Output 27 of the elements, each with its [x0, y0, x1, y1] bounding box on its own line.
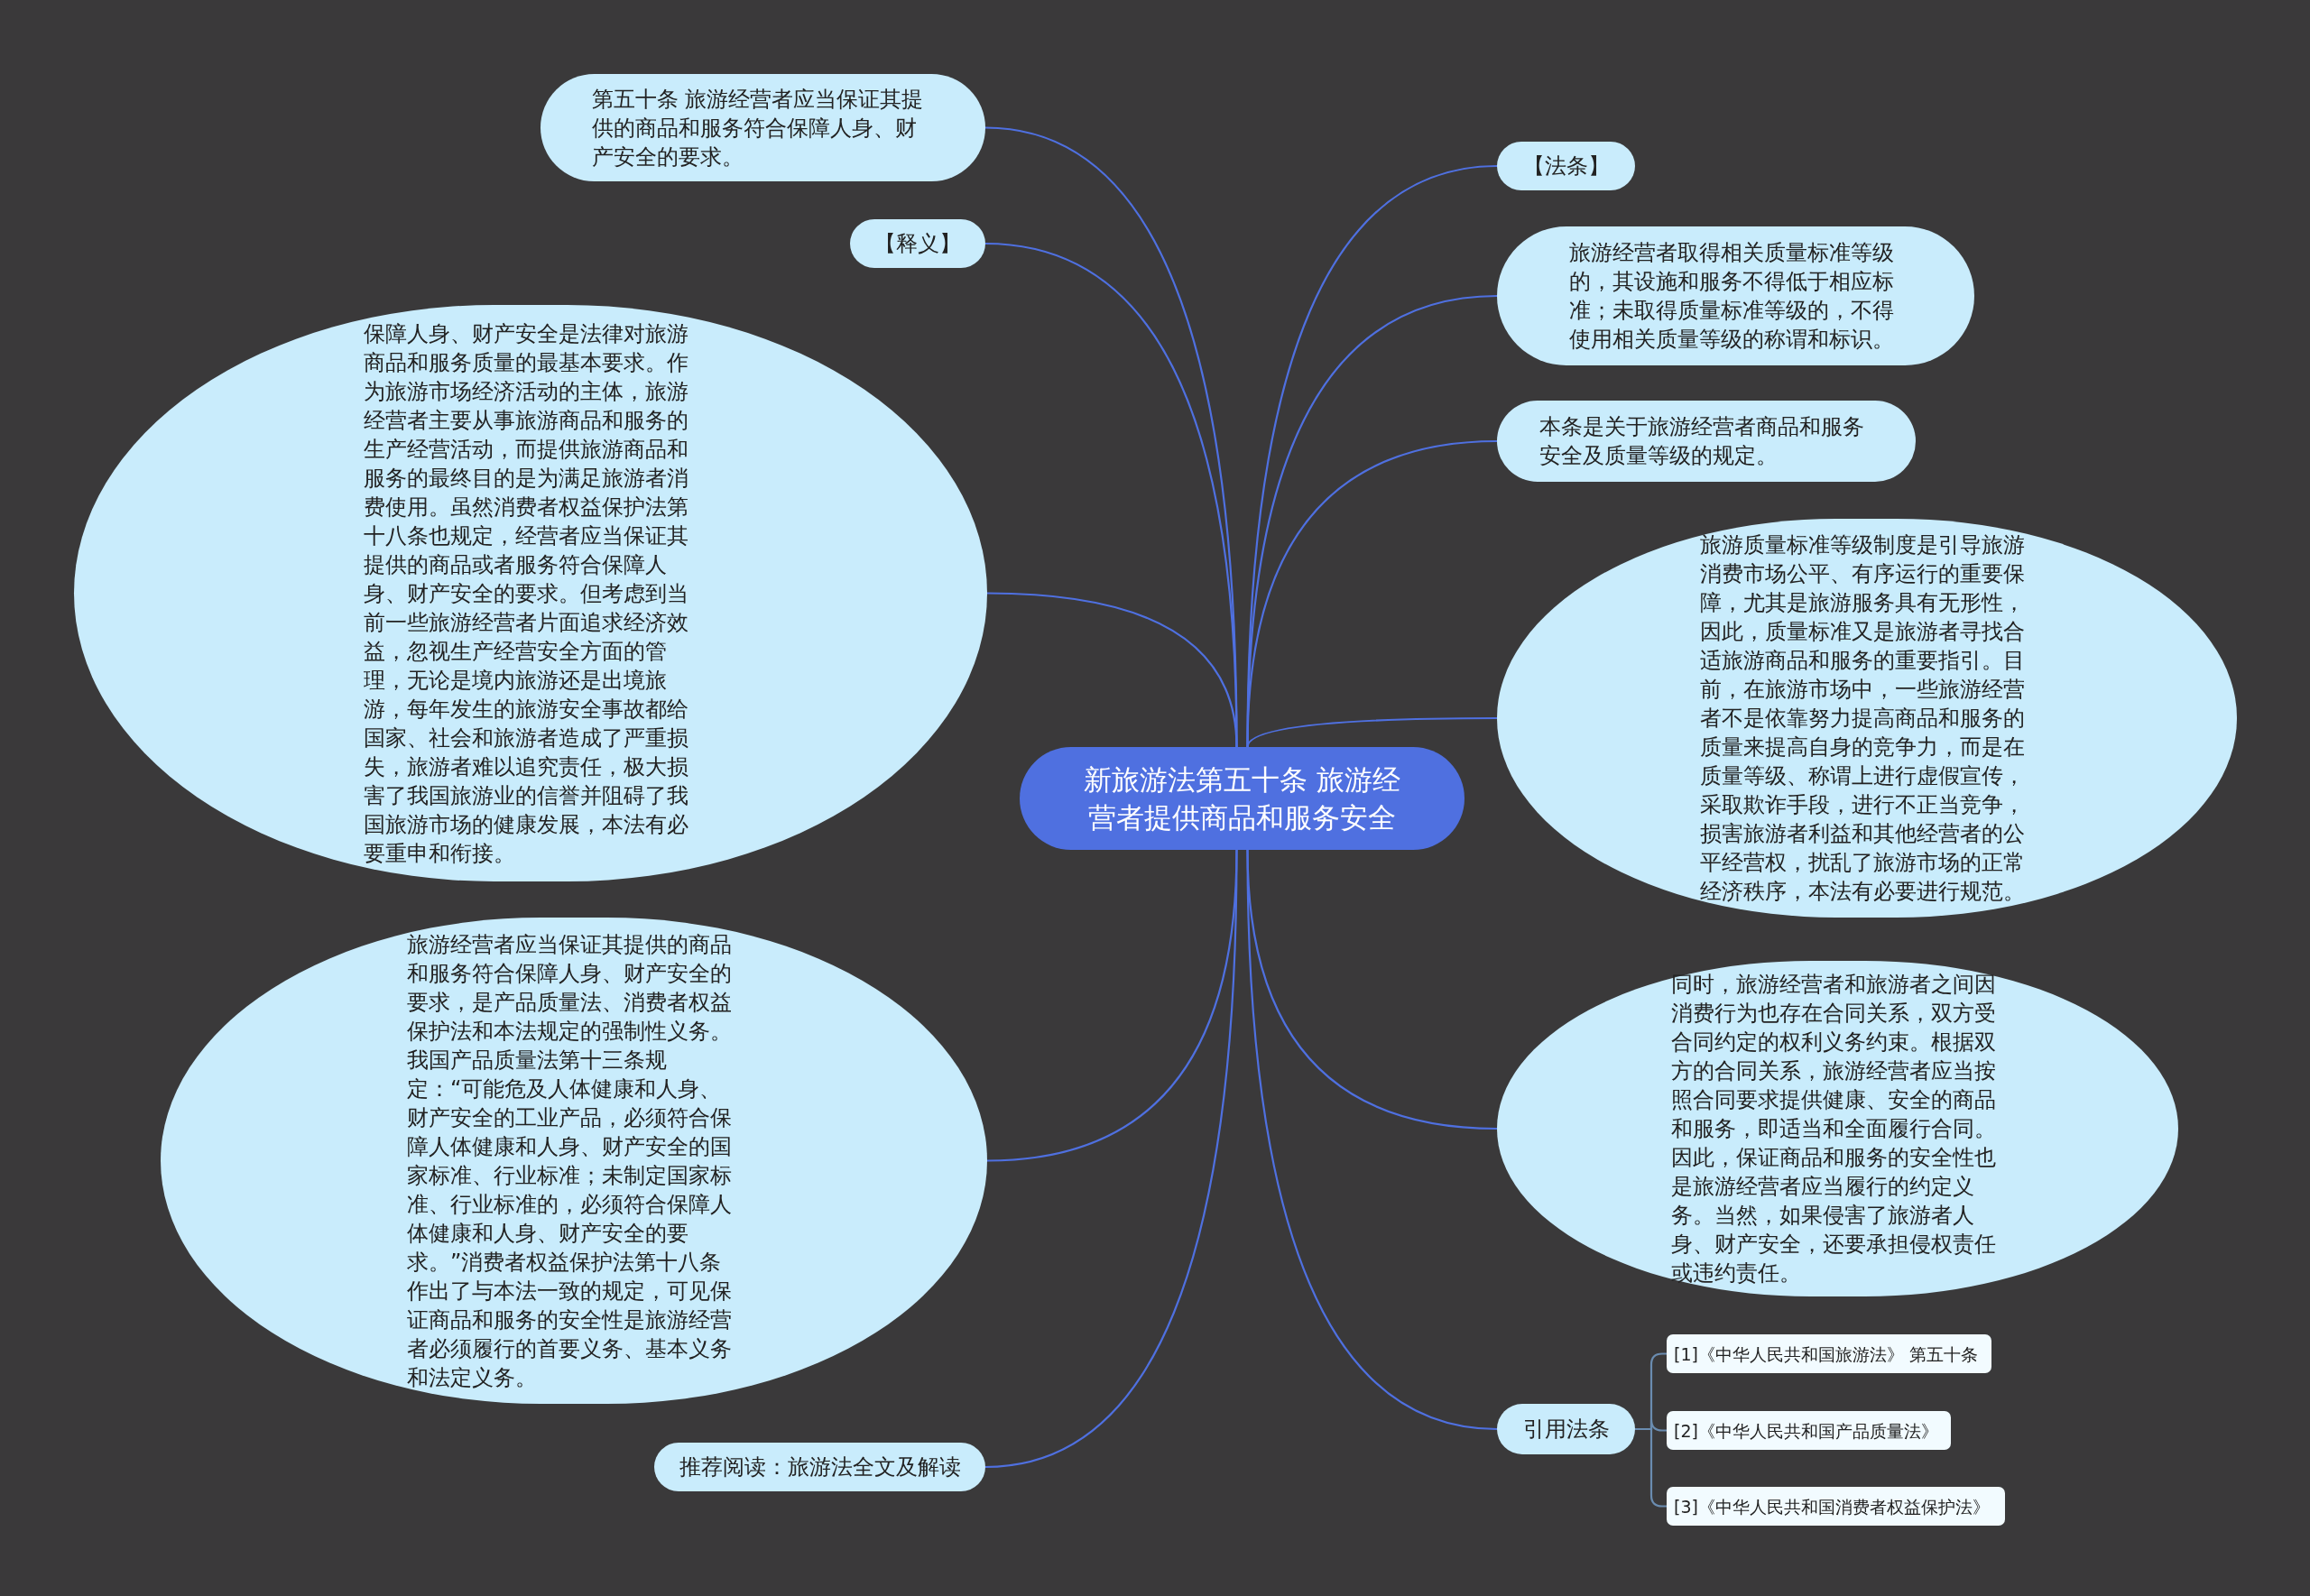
topic-pill: [1497, 1404, 1635, 1454]
topic-text: 同时，旅游经营者和旅游者之间因消费行为也存在合同关系，双方受合同约定的权利义务约束。根据双方的合同关系，旅游经营者应当按照合同要求提供健康、安全的商品和服务，即适当和全面履行合同。因此，保证商品和服务的安全性也是旅游经营者应当履行的约定义务。当然，如果侵害了旅游者人身、财产安全，还要承担侵权责任或违约责任。: [1670, 971, 1997, 1287]
reference-box: [1667, 1487, 2005, 1526]
connector-line: [1246, 439, 1498, 748]
topic-text: 【释义】: [874, 230, 961, 258]
reference-box: [1667, 1334, 1991, 1373]
connector-line: [1246, 716, 1497, 748]
connector-line: [1246, 849, 1498, 1431]
topic-text: 旅游经营者应当保证其提供的商品和服务符合保障人身、财产安全的要求，是产品质量法、消费者权益保护法和本法规定的强制性义务。我国产品质量法第十三条规定：“可能危及人体健康和人身、财产安全的工业产品，必须符合保障人体健康和人身、财产安全的国家标准、行业标准；未制定国家标准、行业标准的，必须符合保障人体健康和人身、财产安全的要求。”消费者权益保护法第十八条作出了与本法一致的规定，可见保证商品和服务的安全性是旅游经营者必须履行的首要义务、基本义务和法定义务。: [407, 930, 733, 1392]
connector-line: [986, 592, 1238, 748]
topic-text: 新旅游法第五十条 旅游经营者提供商品和服务安全: [1083, 762, 1401, 835]
topic-text: 引用法条: [1522, 1416, 1610, 1444]
reference-box: [1667, 1411, 1951, 1450]
topic-text: 旅游经营者取得相关质量标准等级的，其设施和服务不得低于相应标准；未取得质量标准等级的，不得使用相关质量等级的称谓和标识。: [1568, 239, 1895, 354]
topic-text: 本条是关于旅游经营者商品和服务安全及质量等级的规定。: [1539, 413, 1865, 470]
topic-text: 第五十条 旅游经营者应当保证其提供的商品和服务符合保障人身、财产安全的要求。: [591, 85, 925, 171]
topic-pill: [850, 219, 985, 268]
topic-text: 【法条】: [1522, 152, 1610, 180]
reference-text: [3]《中华人民共和国消费者权益保护法》: [1674, 1495, 1990, 1518]
reference-text: [2]《中华人民共和国产品质量法》: [1674, 1419, 1938, 1442]
topic-text: 推荐阅读：旅游法全文及解读: [679, 1453, 961, 1481]
topic-text: 旅游质量标准等级制度是引导旅游消费市场公平、有序运行的重要保障，尤其是旅游服务具有无形性，因此，质量标准又是旅游者寻找合适旅游商品和服务的重要指引。目前，在旅游市场中，一些旅游经营者不是依靠努力提高商品和服务的质量来提高自身的竞争力，而是在质量等级、称谓上进行虚假宣传，采取欺诈手段，进行不正当竞争，损害旅游者利益和其他经营者的公平经营权，扰乱了旅游市场的正常经济秩序，本法有必要进行规范。: [1700, 531, 2026, 906]
connector-line: [984, 850, 1238, 1469]
reference-text: [1]《中华人民共和国旅游法》 第五十条: [1674, 1342, 1978, 1365]
topic-text: 保障人身、财产安全是法律对旅游商品和服务质量的最基本要求。作为旅游市场经济活动的主体，旅游经营者主要从事旅游商品和服务的生产经营活动，而提供旅游商品和服务的最终目的是为满足旅游者消费使用。虽然消费者权益保护法第十八条也规定，经营者应当保证其提供的商品或者服务符合保障人身、财产安全的要求。但考虑到当前一些旅游经营者片面追求经济效益，忽视生产经营安全方面的管理，无论是境内旅游还是出境旅游，每年发生的旅游安全事故都给国家、社会和旅游者造成了严重损失，旅游者难以追究责任，极大损害了我国旅游业的信誉并阻碍了我国旅游市场的健康发展，本法有必要重申和衔接。: [364, 319, 689, 868]
topic-pill: [654, 1443, 985, 1491]
topic-pill: [1497, 142, 1635, 190]
